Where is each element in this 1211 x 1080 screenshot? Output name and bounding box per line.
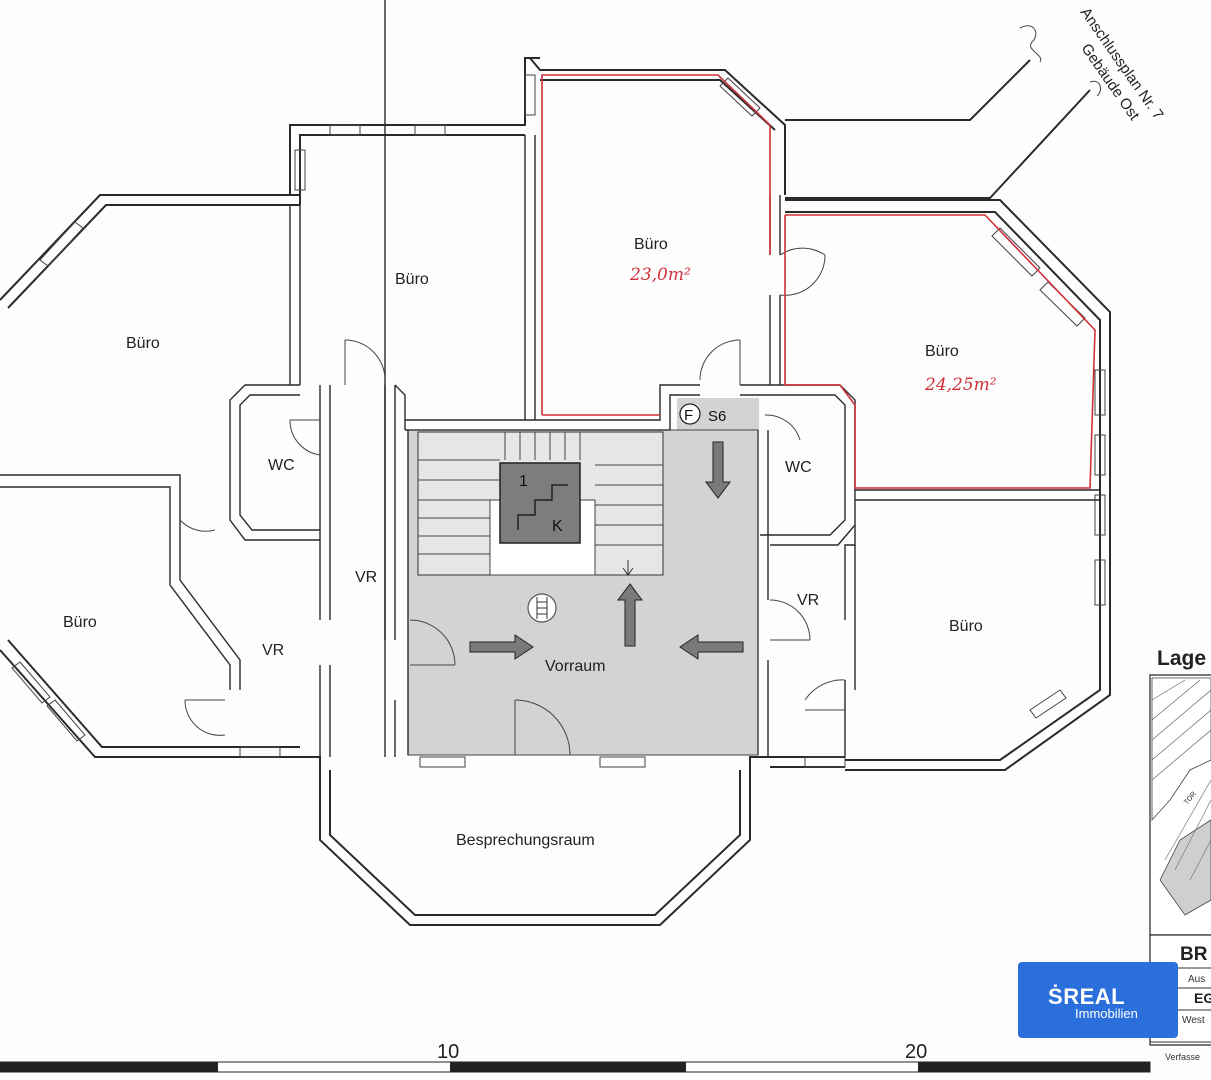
titleblock-row4: Verfasse — [1165, 1052, 1200, 1062]
room-labels: Büro Büro Büro Büro Büro Büro WC WC VR V… — [63, 236, 983, 849]
room-office-ne2-label: Büro — [925, 343, 959, 360]
real-immobilien-logo: ṠREAL Immobilien — [1018, 962, 1178, 1038]
logo-brand: ṠREAL — [1048, 984, 1126, 1009]
scale-bar: 10 20 — [0, 1041, 1151, 1073]
fire-exit-marker: F S6 — [679, 403, 726, 425]
titleblock-br: BR — [1180, 944, 1208, 965]
exit-code: S6 — [708, 408, 726, 425]
room-office-n-label: Büro — [395, 271, 429, 288]
room-vorraum-label: Vorraum — [545, 658, 605, 675]
connection-note: Anschlussplan Nr. 7 Gebäude Ost — [1077, 5, 1167, 125]
room-meeting-label: Besprechungsraum — [456, 832, 595, 849]
escape-arrows — [469, 441, 744, 660]
outer-walls — [0, 57, 1111, 926]
arrow-up-icon — [617, 583, 643, 647]
area-annotation-2: 24,25m² — [924, 375, 997, 395]
scale-label-10: 10 — [437, 1041, 459, 1063]
room-wc-right-label: WC — [785, 459, 812, 476]
room-wc-left-label: WC — [268, 457, 295, 474]
room-vr-right-label: VR — [797, 592, 819, 609]
stair-label-bottom: K — [552, 518, 563, 535]
arrow-down-icon — [705, 441, 731, 499]
titleblock-row3: West — [1182, 1015, 1205, 1026]
connection-break — [1019, 25, 1101, 97]
room-vr-center-label: VR — [355, 569, 377, 586]
logo-subtitle: Immobilien — [1075, 1006, 1138, 1021]
ladder-icon — [527, 593, 557, 623]
titleblock-heading: Lage — [1157, 647, 1206, 670]
arrow-right-icon — [469, 634, 534, 660]
scale-label-20: 20 — [905, 1041, 927, 1063]
site-map-thumbnail: TOR — [1151, 677, 1211, 916]
fire-exit-letter: F — [684, 407, 693, 424]
logo-brand-text: REAL — [1063, 984, 1126, 1009]
room-vr-left-label: VR — [262, 642, 284, 659]
staircase: 1 K — [417, 431, 664, 576]
windows — [11, 74, 1106, 768]
stair-label-top: 1 — [519, 473, 528, 490]
room-office-e-label: Büro — [949, 618, 983, 635]
titleblock-row2: EG — [1194, 990, 1211, 1006]
room-office-w-label: Büro — [63, 614, 97, 631]
highlighted-rooms — [541, 74, 1096, 489]
door-swings — [179, 247, 846, 756]
arrow-left-icon — [679, 634, 744, 660]
room-office-ne1-label: Büro — [634, 236, 668, 253]
titleblock-row1: Aus — [1188, 974, 1205, 985]
area-annotation-1: 23,0m² — [629, 265, 691, 285]
room-office-nw-label: Büro — [126, 335, 160, 352]
